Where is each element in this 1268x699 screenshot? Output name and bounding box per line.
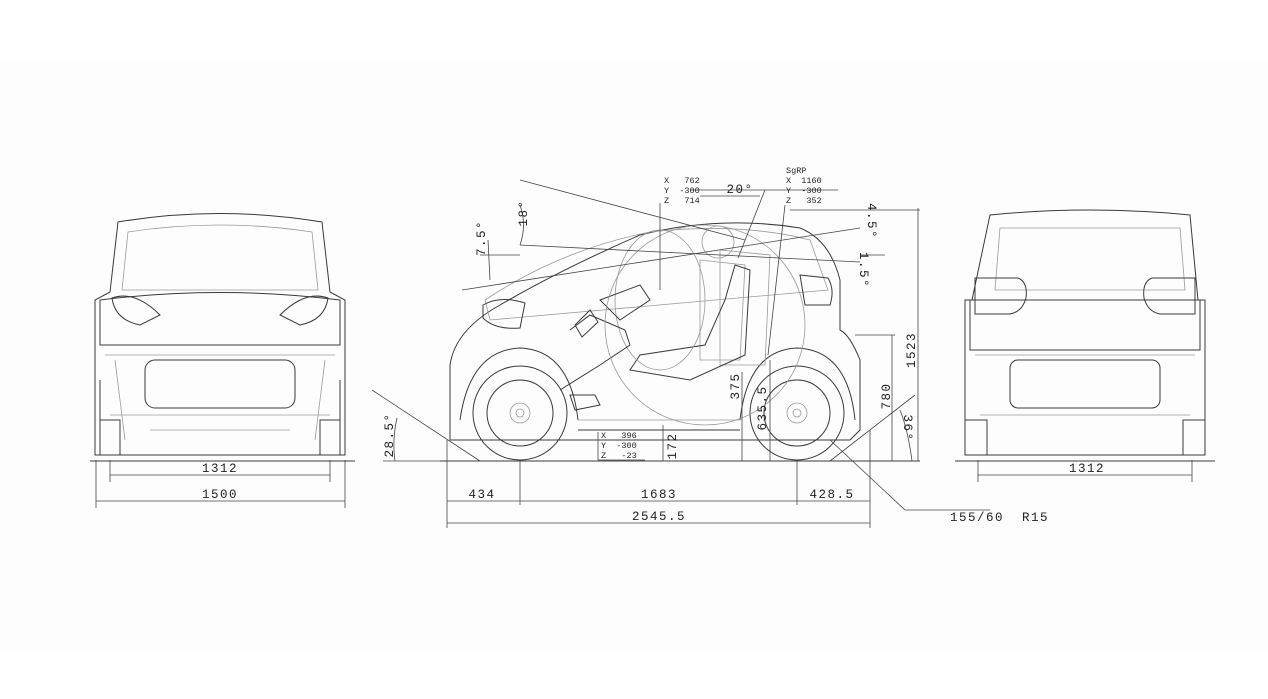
rear-view (955, 209, 1215, 482)
eye-point-coordinates: X 762 Y -300 Z 714 (664, 176, 700, 206)
dim-375-label: 375 (729, 372, 743, 399)
sgrp-y: Y -300 (786, 186, 822, 196)
heel-point-x: X 396 (601, 431, 637, 441)
eye-point-z: Z 714 (664, 196, 700, 206)
tyre-size-label: 155/60 R15 (950, 511, 1049, 525)
dim-635-5-label: 635.5 (756, 385, 770, 430)
dim-780-label: 780 (880, 382, 894, 409)
heel-point-y: Y -300 (601, 441, 637, 451)
front-overall-width-label: 1500 (202, 488, 238, 502)
ground-clearance-label: 172 (666, 432, 680, 459)
rear-track-width-label: 1312 (1069, 462, 1105, 476)
angle-18-label: 18° (517, 199, 531, 226)
angle-7-5-label: 7.5° (475, 220, 489, 256)
front-view (90, 213, 355, 508)
heel-point-coordinates: X 396 Y -300 Z -23 (601, 431, 637, 461)
eye-point-x: X 762 (664, 176, 700, 186)
angle-4-5-label: 4.5° (864, 203, 878, 239)
front-track-width-label: 1312 (202, 462, 238, 476)
sgrp-x: X 1160 (786, 176, 822, 186)
rear-overhang-label: 428.5 (809, 488, 854, 502)
side-view (371, 179, 990, 528)
angle-1-5-label: 1.5° (856, 252, 870, 288)
overall-height-label: 1523 (905, 332, 919, 368)
approach-angle-label: 28.5° (383, 412, 397, 457)
sgrp-z: Z 352 (786, 196, 822, 206)
sgrp-title: SgRP (786, 166, 806, 176)
heel-point-z: Z -23 (601, 451, 637, 461)
departure-angle-label: 36° (900, 414, 914, 441)
wheelbase-label: 1683 (641, 488, 677, 502)
front-overhang-label: 434 (468, 488, 495, 502)
eye-point-y: Y -300 (664, 186, 700, 196)
angle-20-label: 20° (726, 183, 753, 197)
overall-length-label: 2545.5 (632, 510, 686, 524)
sgrp-coordinates: SgRP X 1160 Y -300 Z 352 (786, 166, 822, 206)
